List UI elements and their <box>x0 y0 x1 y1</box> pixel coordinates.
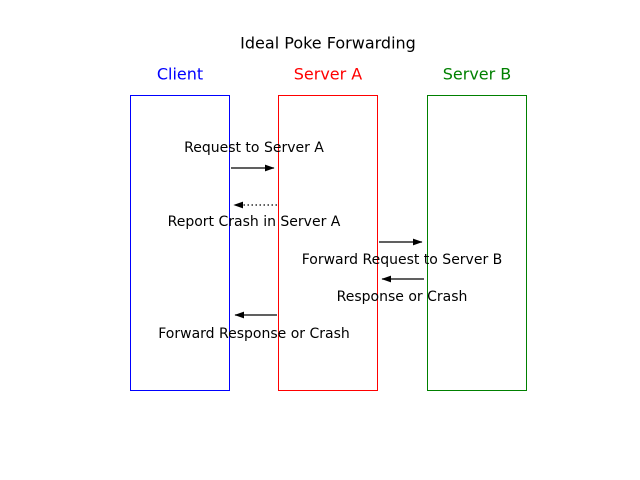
lifeline-box-client <box>130 95 230 391</box>
message-label-response-or-crash: Response or Crash <box>336 289 468 305</box>
lifeline-box-server-a <box>278 95 378 391</box>
actor-header-server-a: Server A <box>293 64 363 84</box>
message-label-forward-request-to-server-b: Forward Request to Server B <box>301 252 503 268</box>
message-label-report-crash-in-server-a: Report Crash in Server A <box>167 214 341 230</box>
diagram-title: Ideal Poke Forwarding <box>240 33 416 53</box>
message-label-request-to-server-a: Request to Server A <box>184 140 324 156</box>
actor-header-client: Client <box>156 64 204 84</box>
message-label-forward-response-or-crash: Forward Response or Crash <box>158 326 350 342</box>
actor-header-server-b: Server B <box>442 64 512 84</box>
lifeline-box-server-b <box>427 95 527 391</box>
